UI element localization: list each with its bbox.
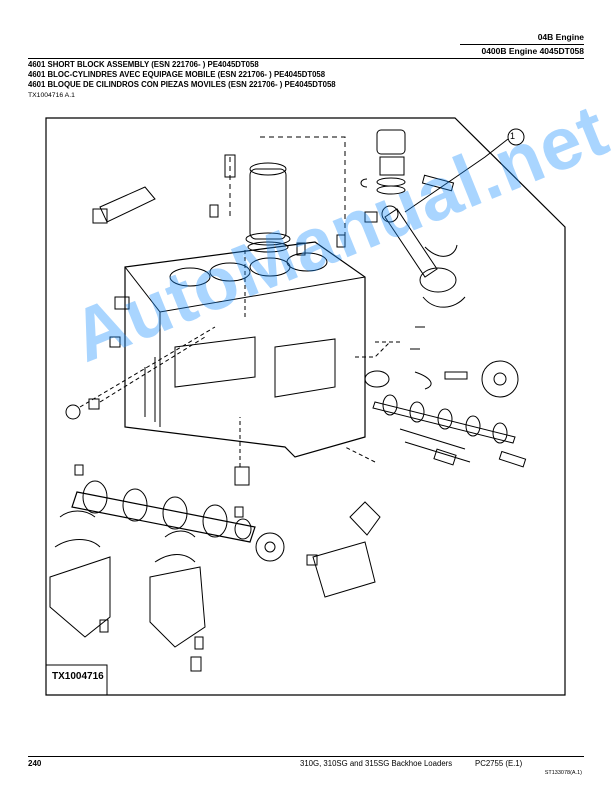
illustration-reference: TX1004716 A.1 bbox=[28, 92, 75, 99]
title-spanish: 4601 BLOQUE DE CILINDROS CON PIEZAS MOVI… bbox=[28, 79, 336, 89]
header-rule-2 bbox=[28, 58, 584, 59]
figure-label: TX1004716 bbox=[52, 671, 104, 682]
footer-models: 310G, 310SG and 315SG Backhoe Loaders bbox=[300, 759, 453, 768]
header-rule-1 bbox=[460, 44, 584, 45]
header-section: 04B Engine bbox=[537, 32, 584, 42]
title-english: 4601 SHORT BLOCK ASSEMBLY (ESN 221706- )… bbox=[28, 60, 259, 69]
header-subsection: 0400B Engine 4045DT058 bbox=[481, 46, 584, 56]
title-french: 4601 BLOC-CYLINDRES AVEC EQUIPAGE MOBILE… bbox=[28, 69, 326, 79]
footer-code: ST133078(A.1) bbox=[544, 770, 582, 776]
footer-rule bbox=[28, 756, 584, 757]
footer-catalog: PC2755 (E.1) bbox=[475, 759, 523, 768]
callout-number: 1 bbox=[510, 131, 516, 141]
page-number: 240 bbox=[28, 759, 42, 768]
exploded-view-diagram bbox=[45, 117, 566, 696]
section-titles: 4601 SHORT BLOCK ASSEMBLY (ESN 221706- )… bbox=[28, 60, 336, 89]
